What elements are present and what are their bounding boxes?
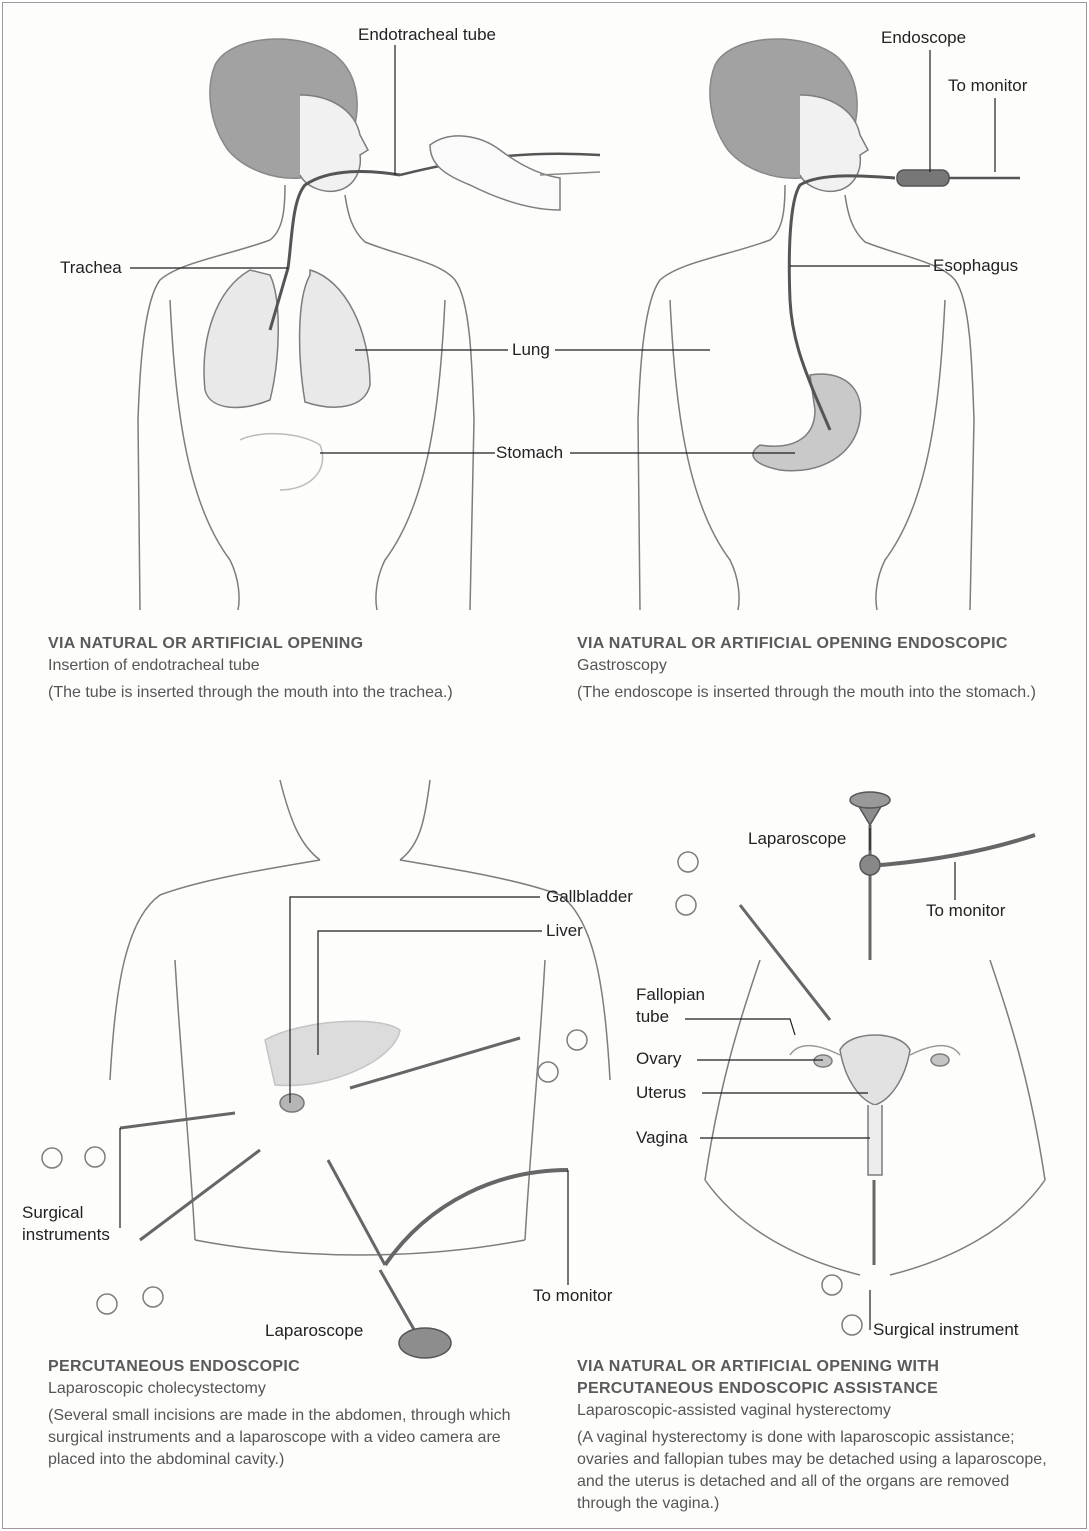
- label-stomach: Stomach: [496, 443, 563, 463]
- caption-top-left: VIA NATURAL OR ARTIFICIAL OPENING Insert…: [48, 633, 528, 704]
- caption-subtitle: Gastroscopy: [577, 655, 1067, 676]
- label-surgical-instruments-line2: instruments: [22, 1225, 110, 1245]
- label-ovary: Ovary: [636, 1049, 681, 1069]
- label-surgical-instrument: Surgical instrument: [873, 1320, 1019, 1340]
- caption-subtitle: Insertion of endotracheal tube: [48, 655, 528, 676]
- caption-heading: VIA NATURAL OR ARTIFICIAL OPENING ENDOSC…: [577, 633, 1067, 655]
- caption-note: (The endoscope is inserted through the m…: [577, 682, 1067, 704]
- caption-heading: PERCUTANEOUS ENDOSCOPIC: [48, 1356, 538, 1378]
- caption-note: (The tube is inserted through the mouth …: [48, 682, 528, 704]
- label-endoscope: Endoscope: [881, 28, 966, 48]
- label-laparoscope-left: Laparoscope: [265, 1321, 363, 1341]
- label-trachea: Trachea: [60, 258, 122, 278]
- torso-cholecystectomy: [42, 780, 698, 1358]
- label-to-monitor-top: To monitor: [948, 76, 1027, 96]
- caption-note: (A vaginal hysterectomy is done with lap…: [577, 1427, 1067, 1515]
- pelvis-hysterectomy: [705, 792, 1045, 1335]
- label-uterus: Uterus: [636, 1083, 686, 1103]
- caption-bottom-right: VIA NATURAL OR ARTIFICIAL OPENING WITH P…: [577, 1356, 1067, 1515]
- caption-note: (Several small incisions are made in the…: [48, 1405, 538, 1471]
- label-liver: Liver: [546, 921, 583, 941]
- caption-bottom-left: PERCUTANEOUS ENDOSCOPIC Laparoscopic cho…: [48, 1356, 538, 1471]
- label-laparoscope-right: Laparoscope: [748, 829, 846, 849]
- label-vagina: Vagina: [636, 1128, 688, 1148]
- female-figure-intubation: [138, 39, 600, 610]
- label-to-monitor-bottom-left: To monitor: [533, 1286, 612, 1306]
- caption-subtitle: Laparoscopic cholecystectomy: [48, 1378, 538, 1399]
- label-endotracheal-tube: Endotracheal tube: [358, 25, 496, 45]
- caption-heading-line1: VIA NATURAL OR ARTIFICIAL OPENING WITH: [577, 1356, 1067, 1378]
- label-fallopian-tube-line1: Fallopian: [636, 985, 705, 1005]
- label-to-monitor-bottom-right: To monitor: [926, 901, 1005, 921]
- label-esophagus: Esophagus: [933, 256, 1018, 276]
- label-lung: Lung: [512, 340, 550, 360]
- label-fallopian-tube-line2: tube: [636, 1007, 669, 1027]
- caption-heading: VIA NATURAL OR ARTIFICIAL OPENING: [48, 633, 528, 655]
- female-figure-gastroscopy: [638, 39, 1020, 610]
- caption-heading-line2: PERCUTANEOUS ENDOSCOPIC ASSISTANCE: [577, 1378, 1067, 1400]
- caption-subtitle: Laparoscopic-assisted vaginal hysterecto…: [577, 1400, 1067, 1421]
- label-gallbladder: Gallbladder: [546, 887, 633, 907]
- caption-top-right: VIA NATURAL OR ARTIFICIAL OPENING ENDOSC…: [577, 633, 1067, 704]
- label-surgical-instruments-line1: Surgical: [22, 1203, 83, 1223]
